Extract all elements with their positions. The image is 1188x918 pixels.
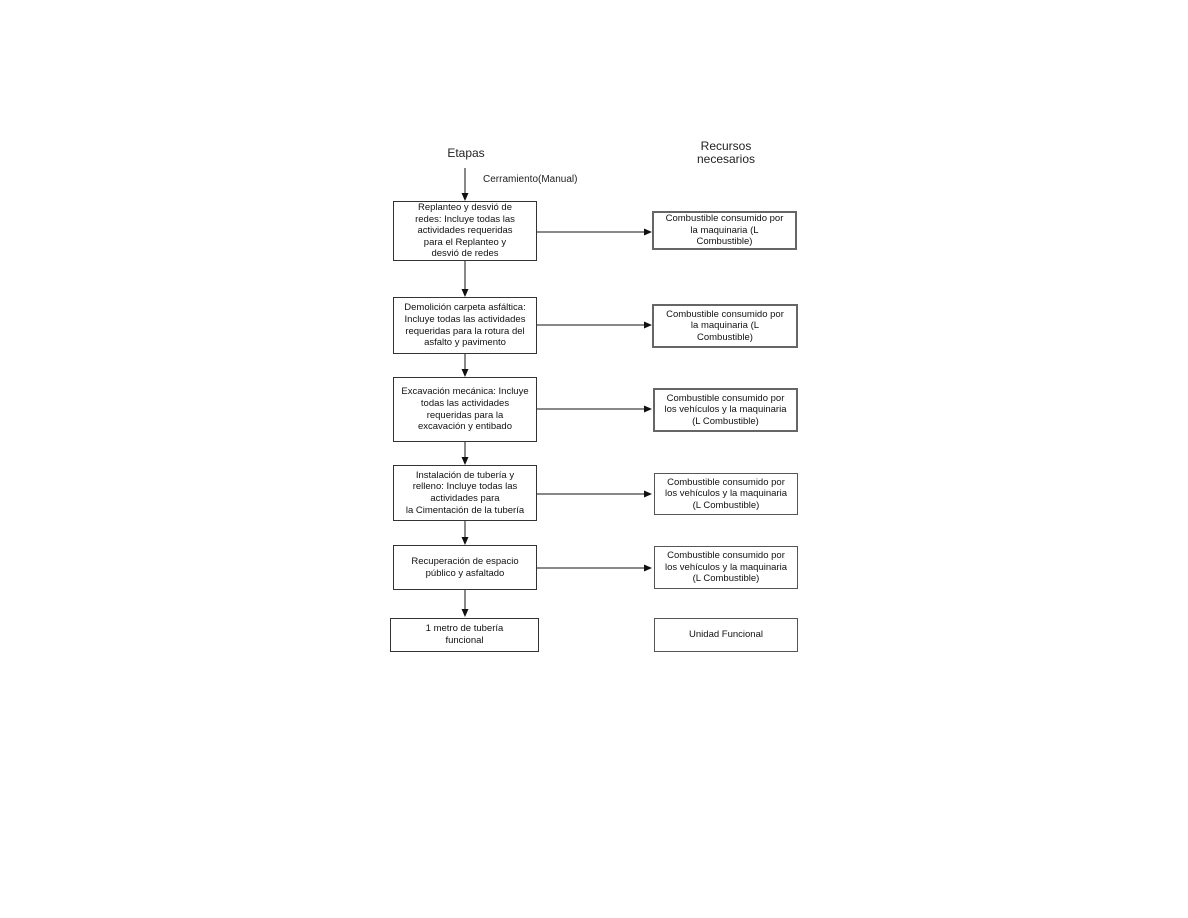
resource-box-1: Combustible consumido por la maquinaria …: [652, 211, 797, 250]
resource-box-2: Combustible consumido por la maquinaria …: [652, 304, 798, 348]
entry-note: Cerramiento(Manual): [483, 174, 578, 185]
stage-box-tuberia-funcional: 1 metro de tubería funcional: [390, 618, 539, 652]
stage-box-demolicion: Demolición carpeta asfáltica: Incluye to…: [393, 297, 537, 354]
stage-box-recuperacion: Recuperación de espacio público y asfalt…: [393, 545, 537, 590]
stage-box-excavacion: Excavación mecánica: Incluye todas las a…: [393, 377, 537, 442]
resources-header: Recursos necesarios: [696, 139, 756, 166]
stages-header: Etapas: [447, 146, 485, 160]
resource-box-unidad-funcional: Unidad Funcional: [654, 618, 798, 652]
resource-box-5: Combustible consumido por los vehículos …: [654, 546, 798, 589]
resource-box-3: Combustible consumido por los vehículos …: [653, 388, 798, 432]
resource-box-4: Combustible consumido por los vehículos …: [654, 473, 798, 515]
stage-box-instalacion: Instalación de tubería y relleno: Incluy…: [393, 465, 537, 521]
stage-box-replanteo: Replanteo y desvió de redes: Incluye tod…: [393, 201, 537, 261]
